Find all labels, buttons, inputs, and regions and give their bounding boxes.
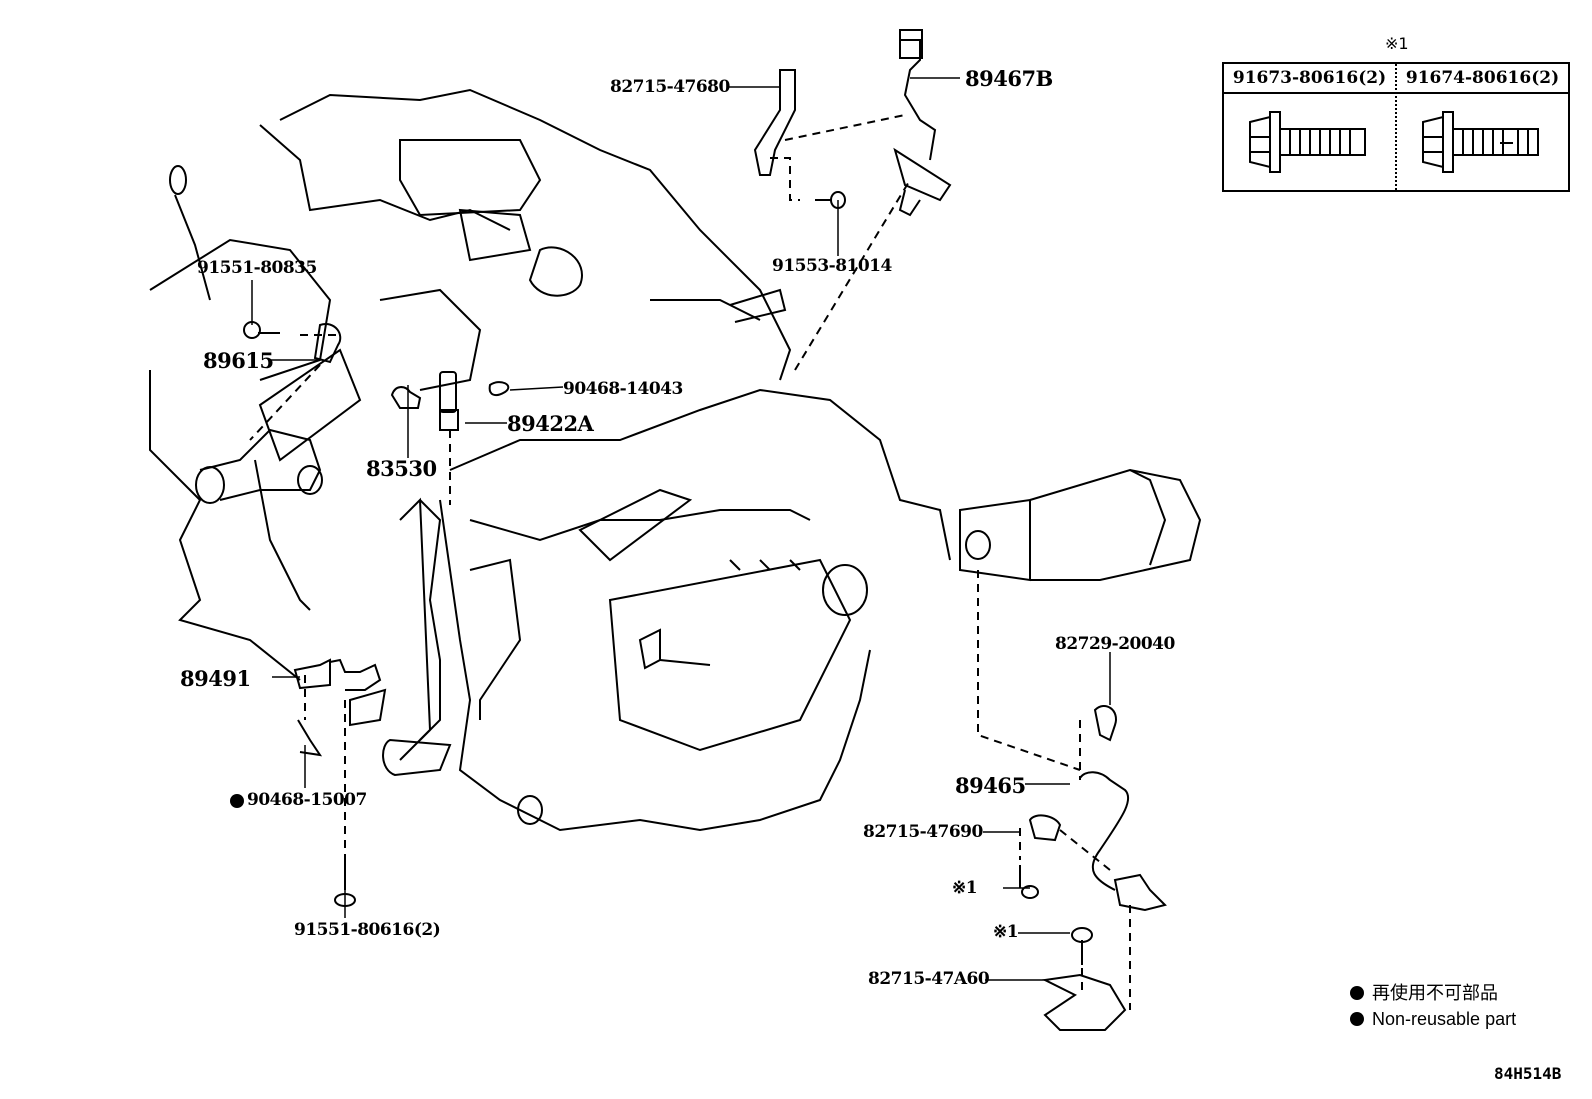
legend-text-en: Non-reusable part: [1372, 1009, 1517, 1029]
callout-89615[interactable]: 89615: [203, 348, 274, 373]
callout-ref1-b[interactable]: ※1: [993, 922, 1019, 942]
legend-item: Non-reusable part: [1350, 1006, 1516, 1032]
reference-column: 91674-80616(2): [1395, 64, 1568, 190]
callout-82715-47A60[interactable]: 82715-47A60: [868, 969, 990, 989]
legend-text-jp: 再使用不可部品: [1372, 983, 1498, 1003]
illustration-code: 84H514B: [1494, 1064, 1562, 1083]
reference-column: 91673-80616(2): [1224, 64, 1395, 190]
callout-89465[interactable]: 89465: [955, 773, 1026, 798]
callout-text: 90468-15007: [247, 790, 367, 810]
callout-82729-20040[interactable]: 82729-20040: [1055, 634, 1175, 654]
callout-90468-14043[interactable]: 90468-14043: [563, 379, 683, 399]
callout-90468-15007[interactable]: 90468-15007: [230, 792, 367, 809]
reference-part-number[interactable]: 91673-80616(2): [1224, 64, 1395, 94]
non-reusable-marker-icon: [230, 793, 244, 808]
engine-block: [149, 88, 792, 681]
dashed-leaders: [249, 114, 1131, 1010]
flange-bolt-icon: [1224, 94, 1395, 190]
flange-bolt-with-pin-icon: [1397, 94, 1568, 190]
legend-item: 再使用不可部品: [1350, 980, 1516, 1006]
part-glyphs: [243, 29, 1167, 1031]
reference-part-number[interactable]: 91674-80616(2): [1397, 64, 1568, 94]
callout-83530[interactable]: 83530: [366, 456, 437, 481]
transaxle-housing: [382, 388, 1202, 832]
legend: 再使用不可部品 Non-reusable part: [1350, 980, 1516, 1032]
filled-circle-icon: [1350, 986, 1364, 1000]
callout-91551-80616[interactable]: 91551-80616(2): [294, 920, 441, 940]
callout-91551-80835[interactable]: 91551-80835: [197, 258, 317, 278]
callout-91553-81014[interactable]: 91553-81014: [772, 256, 892, 276]
callout-82715-47680[interactable]: 82715-47680: [610, 77, 730, 97]
callout-ref1-a[interactable]: ※1: [952, 878, 978, 898]
reference-bolt-table: 91673-80616(2) 91674-80616(2): [1222, 62, 1570, 192]
callout-82715-47690[interactable]: 82715-47690: [863, 822, 983, 842]
callout-89467B[interactable]: 89467B: [965, 66, 1053, 91]
callout-89422A[interactable]: 89422A: [507, 411, 594, 436]
reference-marker: ※1: [1385, 34, 1409, 53]
solid-leaders: [251, 77, 1111, 981]
callout-89491[interactable]: 89491: [180, 666, 251, 691]
filled-circle-icon: [1350, 1012, 1364, 1026]
